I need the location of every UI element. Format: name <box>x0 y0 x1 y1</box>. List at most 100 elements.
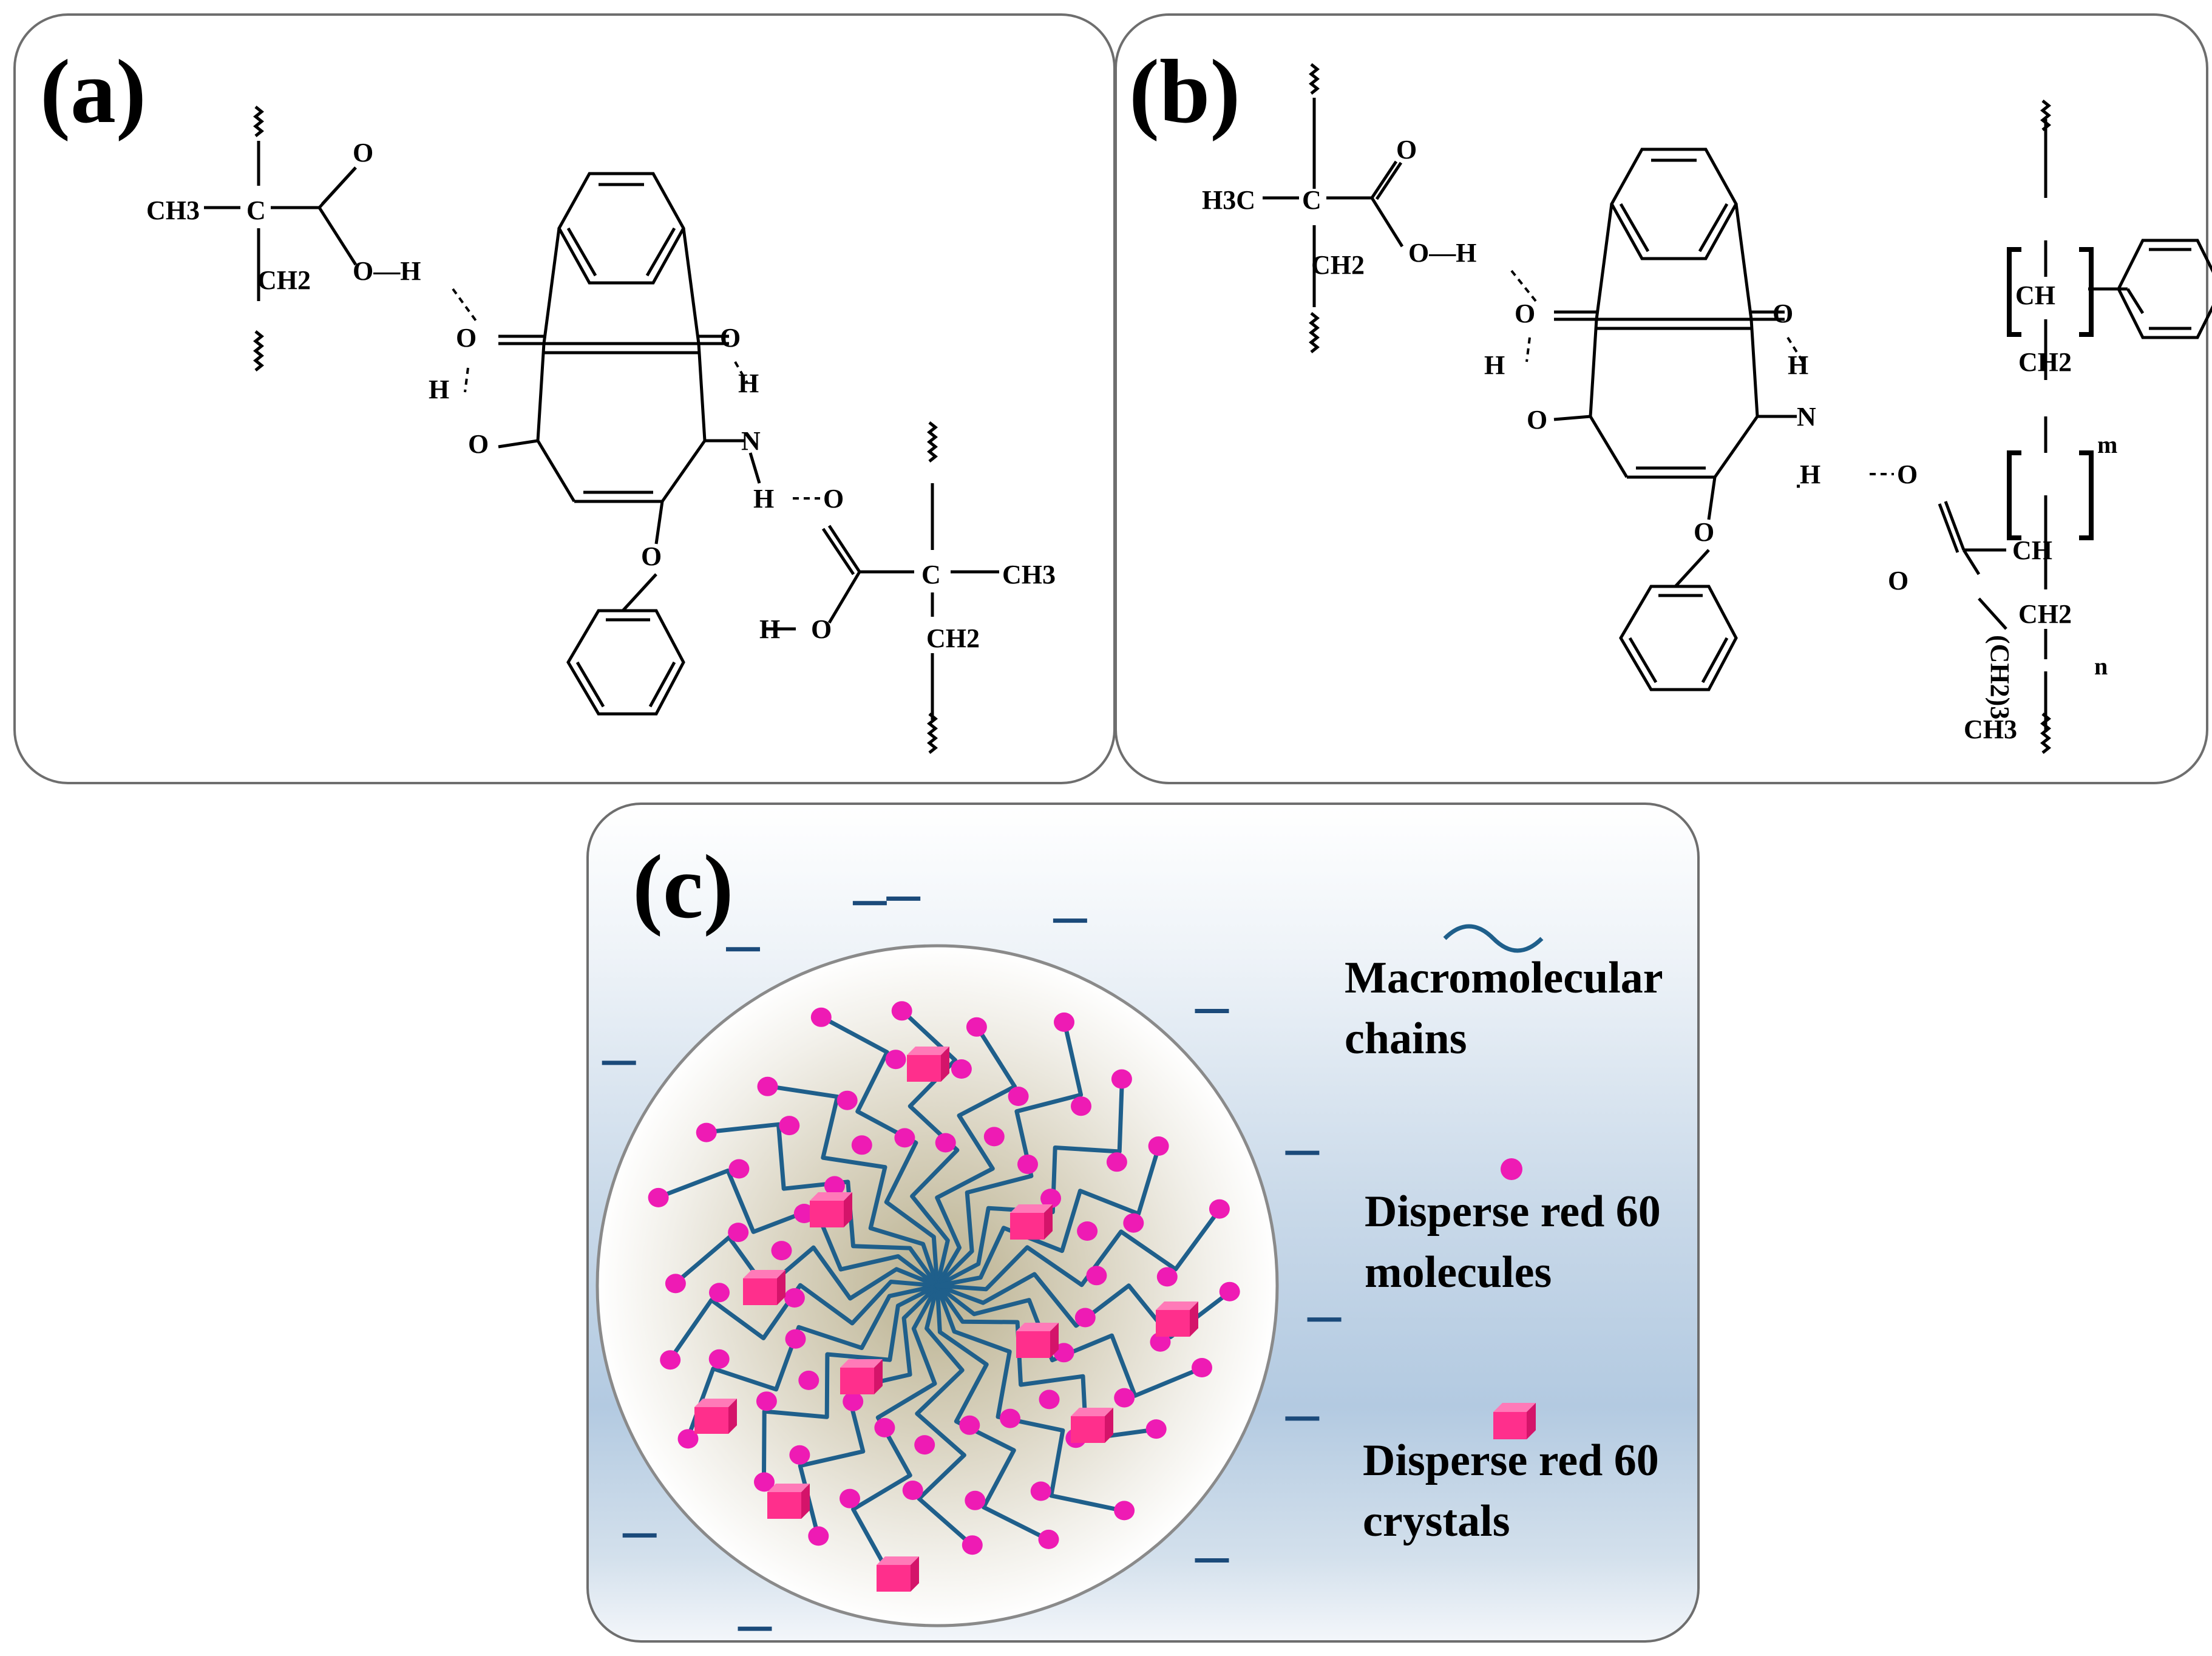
label-n: N <box>1797 402 1816 432</box>
dye-molecule <box>1054 1012 1074 1032</box>
label-h: H <box>1800 460 1820 489</box>
structure-a: CH3 C CH2 O O—H O O H H O N O H O H O C … <box>146 106 1056 754</box>
dye-molecule <box>962 1535 983 1555</box>
legend-molecules-line1: Disperse red 60 <box>1365 1187 1661 1237</box>
dye-molecule <box>1030 1481 1051 1501</box>
label-ch2: CH2 <box>2018 599 2072 629</box>
dye-molecule <box>824 1176 845 1196</box>
macromolecular-chain <box>935 1272 1226 1340</box>
structure-b: H3C C CH2 O O—H O O H H O N O H O O CH C… <box>1202 63 2212 754</box>
dye-molecule <box>1123 1213 1144 1233</box>
label-h: H <box>1788 350 1808 380</box>
label-ch2: CH2 <box>1311 250 1365 280</box>
macromolecular-chain <box>915 1283 969 1542</box>
macromolecular-chain <box>935 1028 1084 1288</box>
label-ch2: CH2 <box>926 623 980 653</box>
macromolecular-chain <box>851 1283 940 1570</box>
panel-c: (c) Macromolecular chains Disperse red 6… <box>586 803 1700 1643</box>
label-c: C <box>1302 185 1321 215</box>
legend-molecule-icon <box>1501 1158 1522 1180</box>
dye-crystal <box>810 1192 852 1227</box>
surface-charges <box>602 896 1342 1631</box>
label-m-subscript: m <box>2097 431 2117 458</box>
dye-crystal <box>877 1556 919 1592</box>
macromolecular-chain <box>935 1283 1043 1538</box>
label-ch2-3: (CH2)3 <box>1985 635 2015 719</box>
dye-molecule <box>1219 1281 1240 1301</box>
micelle-diagram <box>595 896 1544 1631</box>
label-o: O <box>720 323 741 353</box>
dye-molecule <box>757 1076 778 1096</box>
label-ch2: CH2 <box>257 265 311 295</box>
dye-molecule <box>1077 1221 1098 1241</box>
dye-molecule <box>1053 1343 1074 1363</box>
label-o: O <box>1773 299 1793 328</box>
dye-molecule <box>1192 1358 1212 1377</box>
macromolecular-chain <box>935 1213 1217 1292</box>
dye-molecule <box>840 1488 860 1508</box>
legend-chains-line1: Macromolecular <box>1345 953 1663 1003</box>
label-ch3: CH3 <box>1964 714 2017 744</box>
macromolecular-chain <box>679 1235 940 1301</box>
dye-molecule <box>756 1391 777 1411</box>
label-n: N <box>741 426 761 456</box>
dye-molecule <box>754 1472 775 1492</box>
label-h: H <box>753 484 774 514</box>
dye-crystal <box>840 1359 883 1394</box>
dye-molecule <box>959 1415 980 1435</box>
dye-molecule <box>874 1417 895 1437</box>
dye-molecule <box>1111 1069 1132 1089</box>
dye-molecule <box>885 1050 906 1070</box>
label-oh: O—H <box>1408 238 1476 268</box>
macromolecular-chain <box>712 1122 940 1288</box>
dye-molecule <box>1000 1408 1020 1428</box>
label-o: O <box>1694 517 1714 547</box>
dye-molecule <box>708 1349 730 1369</box>
legend-crystals-line1: Disperse red 60 <box>1363 1436 1659 1485</box>
label-o: O <box>811 614 832 644</box>
macromolecular-chain <box>762 1283 940 1476</box>
panel-c-label: (c) <box>633 836 734 937</box>
dye-molecule <box>779 1116 800 1136</box>
dye-molecule <box>836 1090 858 1110</box>
dye-molecule <box>660 1350 681 1370</box>
label-oh: O—H <box>353 256 421 286</box>
dye-molecule <box>648 1187 669 1207</box>
legend-chain-icon <box>1443 924 1544 953</box>
dye-molecule <box>1150 1332 1171 1352</box>
dye-molecule <box>914 1435 935 1455</box>
dye-crystal <box>743 1270 785 1305</box>
dye-molecule <box>728 1159 750 1179</box>
label-o: O <box>641 541 662 571</box>
dye-crystal <box>694 1399 737 1434</box>
dye-molecule <box>784 1288 805 1308</box>
dye-molecule <box>1017 1155 1038 1174</box>
dye-molecule <box>1008 1087 1029 1106</box>
panel-b: (b) <box>1114 13 2212 784</box>
dye-molecule <box>789 1445 810 1465</box>
dye-molecule <box>1040 1189 1061 1209</box>
label-o: O <box>1888 566 1908 596</box>
legend-crystals-line2: crystals <box>1363 1496 1510 1546</box>
dye-molecule <box>951 1059 972 1079</box>
macromolecular-chain <box>935 1085 1124 1288</box>
dye-molecule <box>1209 1199 1230 1219</box>
label-o: O <box>1897 460 1918 489</box>
label-o: O <box>1396 135 1417 165</box>
dye-molecule <box>810 1007 832 1027</box>
dye-molecule <box>728 1223 749 1243</box>
label-ch: CH <box>2015 280 2055 310</box>
dye-molecule <box>785 1329 806 1349</box>
label-o: O <box>456 323 477 353</box>
macromolecular-chain <box>773 1085 940 1288</box>
macromolecular-chain <box>935 1152 1159 1288</box>
legend-chains-line2: chains <box>1345 1014 1467 1064</box>
macromolecular-chain <box>935 1283 1118 1512</box>
label-c: C <box>246 195 266 225</box>
panel-b-label: (b) <box>1129 41 1241 142</box>
dye-molecule <box>1114 1388 1135 1408</box>
macromolecular-chain <box>935 1031 1017 1288</box>
panel-a: (a) <box>13 13 1116 784</box>
dye-molecule <box>798 1370 819 1390</box>
legend-crystals-label: Disperse red 60 crystals <box>1363 1430 1659 1552</box>
